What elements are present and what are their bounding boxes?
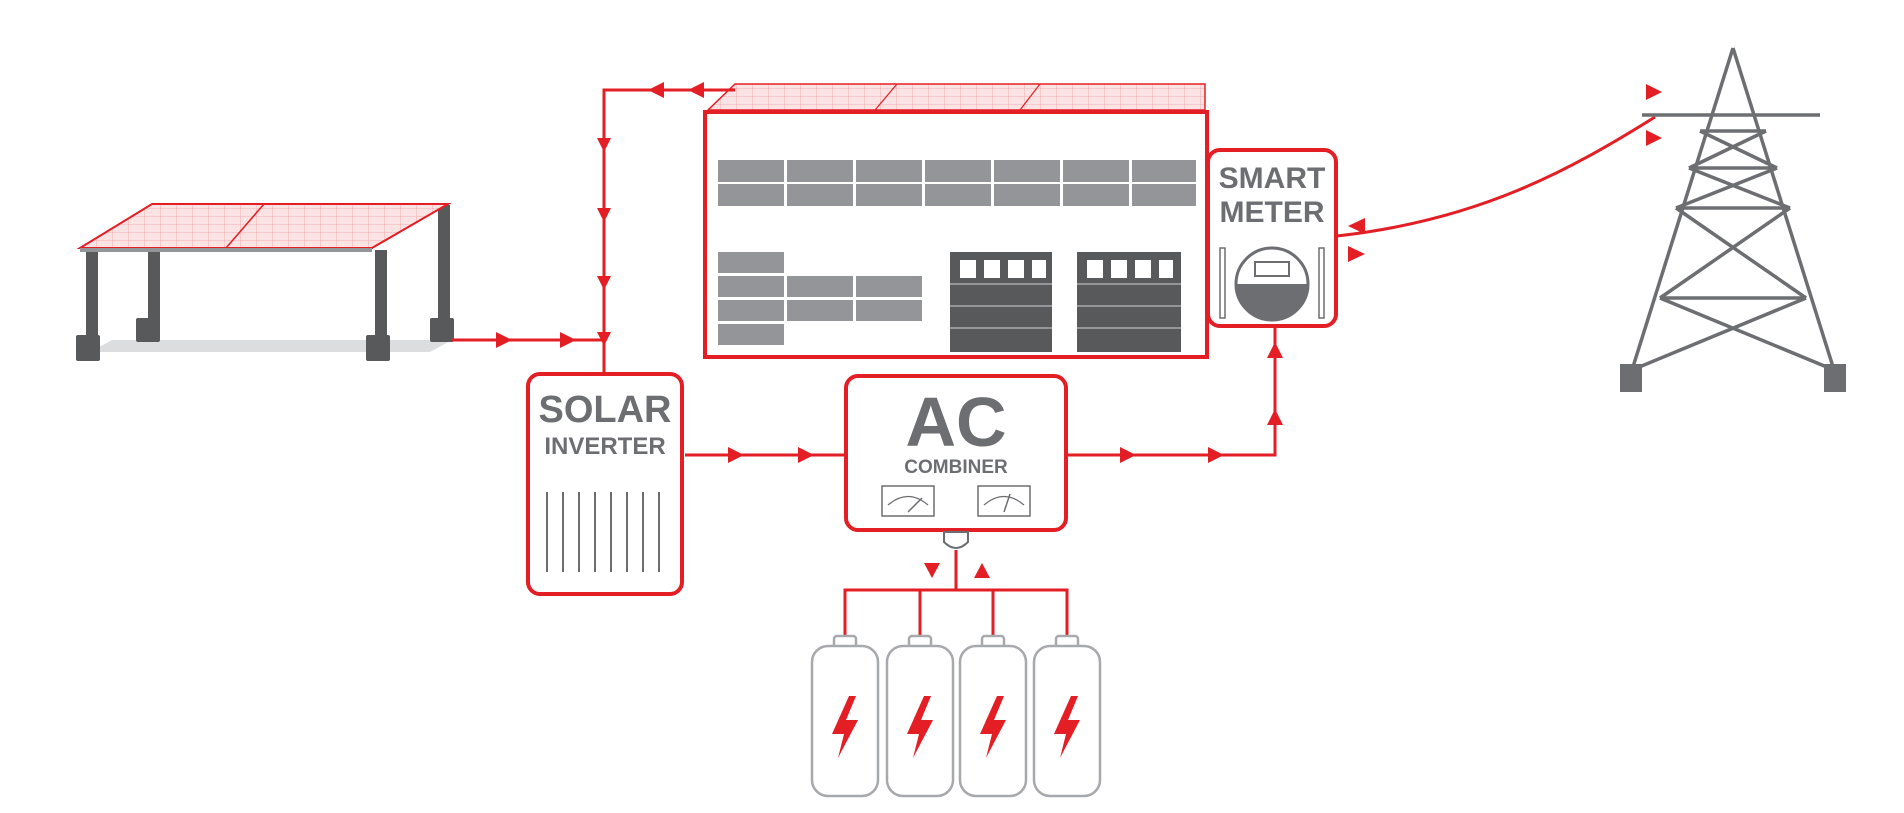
tower-foot-right: [1824, 364, 1846, 392]
ac-combiner-title: AC: [905, 383, 1006, 461]
inverter-icon: [526, 372, 684, 596]
battery-icon: [958, 634, 1028, 798]
tower-foot-left: [1620, 364, 1642, 392]
smart-meter-icon: [1206, 148, 1338, 328]
solar-carport-icon: [76, 203, 454, 361]
solar-inverter-subtitle: INVERTER: [544, 433, 665, 460]
ac-combiner-subtitle: COMBINER: [904, 457, 1008, 478]
smart-meter-subtitle: METER: [1220, 196, 1325, 229]
battery-icon: [885, 634, 955, 798]
smart-meter-title: SMART: [1219, 162, 1326, 195]
building-icon: [703, 83, 1209, 359]
flow-arrows: [496, 82, 1662, 578]
battery-icon: [810, 634, 880, 798]
battery-icon: [1032, 634, 1102, 798]
wiring: [452, 88, 1656, 640]
solar-inverter-title: SOLAR: [539, 389, 672, 431]
ac-combiner-icon: [844, 374, 1068, 549]
transmission-tower-icon: [1630, 47, 1836, 372]
battery-bank: [810, 634, 1102, 798]
